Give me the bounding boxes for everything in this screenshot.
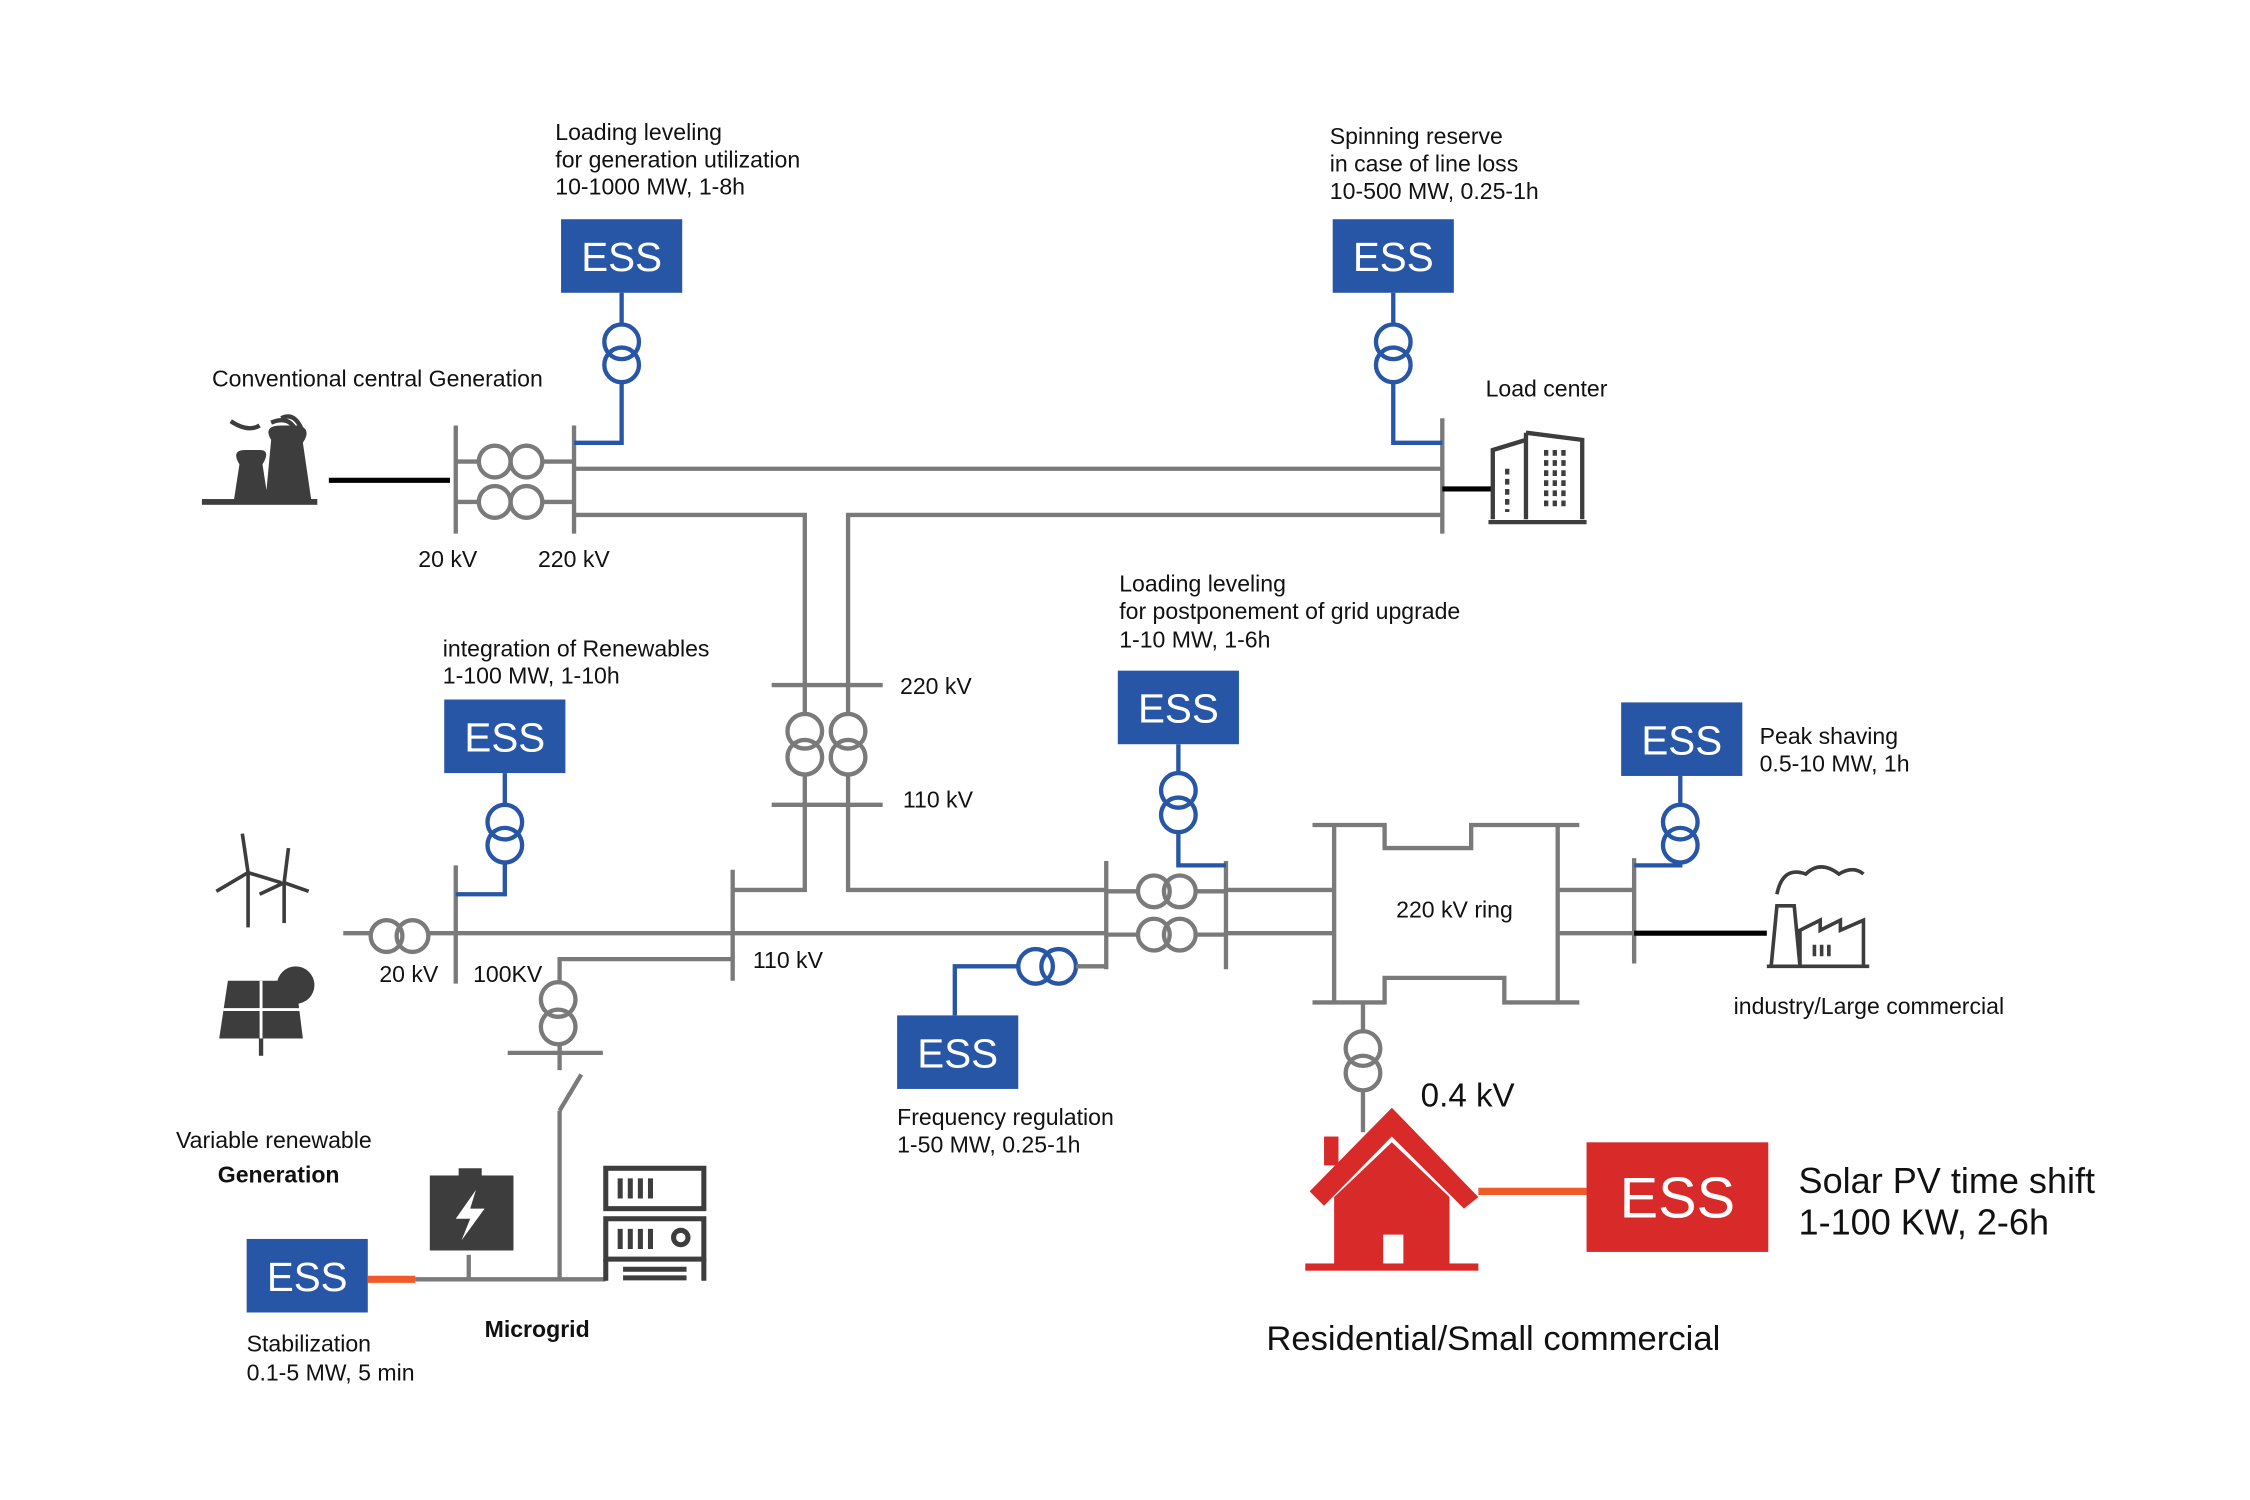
svg-text:ESS: ESS xyxy=(581,234,662,280)
annot-gen-1: Loading leveling xyxy=(555,119,722,145)
svg-text:ESS: ESS xyxy=(464,714,545,760)
annot-spin-3: 10-500 MW, 0.25-1h xyxy=(1330,178,1539,204)
svg-text:ESS: ESS xyxy=(1138,686,1219,732)
load-center-label: Load center xyxy=(1486,376,1608,402)
labels: Loading leveling for generation utilizat… xyxy=(176,119,2095,1385)
conventional-label: Conventional central Generation xyxy=(212,366,543,392)
v-label: 110 kV xyxy=(903,787,974,813)
variable-renewable-label-2: Generation xyxy=(218,1162,340,1188)
annot-ren-1: integration of Renewables xyxy=(443,635,710,661)
svg-text:ESS: ESS xyxy=(1620,1166,1735,1230)
annot-upg-3: 1-10 MW, 1-6h xyxy=(1119,627,1270,653)
factory-icon xyxy=(1766,865,1870,969)
ess-grid-upgrade: ESS xyxy=(1117,670,1239,868)
annot-solar-2: 1-100 KW, 2-6h xyxy=(1799,1202,2049,1243)
distribution-substation xyxy=(1104,861,1335,970)
variable-renewable-label-1: Variable renewable xyxy=(176,1127,372,1153)
building-icon xyxy=(1488,430,1587,525)
ring-bus xyxy=(1312,822,1637,1133)
ess-peak-shaving: ESS xyxy=(1621,702,1743,868)
annot-upg-2: for postponement of grid upgrade xyxy=(1119,598,1460,624)
microgrid-label: Microgrid xyxy=(485,1316,590,1342)
svg-text:ESS: ESS xyxy=(1353,234,1434,280)
annot-gen-3: 10-1000 MW, 1-8h xyxy=(555,174,745,200)
annot-spin-2: in case of line loss xyxy=(1330,151,1518,177)
solar-panel-icon xyxy=(219,966,315,1056)
battery-icon xyxy=(429,1168,514,1251)
wind-turbine-icon xyxy=(215,833,310,928)
v-label: 220 kV xyxy=(900,673,972,699)
ess-frequency: ESS xyxy=(897,946,1107,1089)
annot-gen-2: for generation utilization xyxy=(555,146,800,172)
generator-rack-icon xyxy=(603,1165,707,1281)
svg-text:ESS: ESS xyxy=(917,1030,998,1076)
ess-renewables: ESS xyxy=(444,699,566,897)
ring-label: 220 kV ring xyxy=(1396,896,1513,922)
v-label: 20 kV xyxy=(379,961,439,987)
house-icon xyxy=(1305,1107,1479,1271)
v-label: 110 kV xyxy=(753,947,824,973)
annot-peak-1: Peak shaving xyxy=(1760,723,1898,749)
power-plant-icon xyxy=(201,414,318,505)
annot-peak-2: 0.5-10 MW, 1h xyxy=(1760,751,1910,777)
annot-stab-1: Stabilization xyxy=(247,1330,371,1356)
annot-solar-1: Solar PV time shift xyxy=(1799,1160,2095,1201)
transmission-lines xyxy=(343,418,1445,1282)
svg-text:ESS: ESS xyxy=(1641,717,1722,763)
svg-text:ESS: ESS xyxy=(267,1254,348,1300)
v-label: 100KV xyxy=(473,961,543,987)
annot-freq-1: Frequency regulation xyxy=(897,1104,1114,1130)
residential-label: Residential/Small commercial xyxy=(1266,1320,1720,1358)
gen-substation xyxy=(453,425,577,534)
v-label: 0.4 kV xyxy=(1421,1077,1515,1114)
annot-freq-2: 1-50 MW, 0.25-1h xyxy=(897,1131,1080,1157)
v-label: 220 kV xyxy=(538,546,610,572)
ess-solar-pv: ESS xyxy=(1586,1142,1769,1252)
ess-spinning-reserve: ESS xyxy=(1332,219,1454,445)
annot-spin-1: Spinning reserve xyxy=(1330,123,1503,149)
annot-ren-2: 1-100 MW, 1-10h xyxy=(443,663,620,689)
ess-stabilization: ESS xyxy=(246,1238,416,1313)
v-label: 20 kV xyxy=(418,546,478,572)
annot-stab-2: 0.1-5 MW, 5 min xyxy=(247,1359,415,1385)
annot-upg-1: Loading leveling xyxy=(1119,570,1286,596)
industry-label: industry/Large commercial xyxy=(1734,993,2004,1019)
ess-gen-leveling: ESS xyxy=(561,219,683,445)
